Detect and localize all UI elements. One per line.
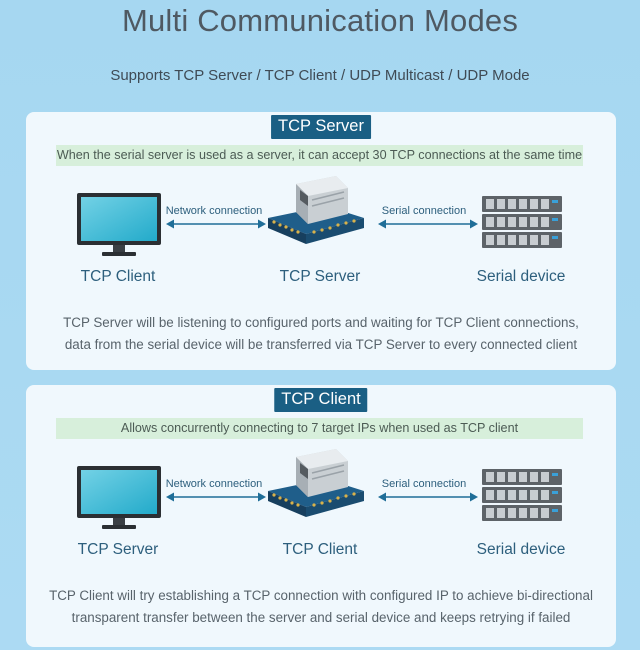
page-subtitle: Supports TCP Server / TCP Client / UDP M… [110, 67, 530, 84]
left-device-label: TCP Client [80, 268, 156, 285]
mode-note: Allows concurrently connecting to 7 targ… [56, 418, 583, 439]
serial-connection-label: Serial connection [381, 205, 467, 217]
center-device-label: TCP Client [282, 541, 358, 558]
monitor-icon [77, 193, 161, 256]
description-line: TCP Server will be listening to configur… [63, 315, 579, 330]
network-connection-label: Network connection [165, 205, 263, 217]
right-device-label: Serial device [476, 268, 566, 285]
right-device-label: Serial device [476, 541, 566, 558]
description-line: transparent transfer between the server … [71, 610, 571, 625]
bidirectional-arrow-icon [166, 492, 266, 502]
bidirectional-arrow-icon [378, 492, 478, 502]
bidirectional-arrow-icon [378, 219, 478, 229]
serial-server-module-icon [268, 449, 364, 517]
page-title: Multi Communication Modes [121, 3, 519, 38]
bidirectional-arrow-icon [166, 219, 266, 229]
center-device-label: TCP Server [279, 268, 361, 285]
mode-badge: TCP Client [274, 388, 368, 412]
mode-badge: TCP Server [271, 115, 371, 139]
tcp-client-panel: TCP Client Allows concurrently connectin… [26, 385, 616, 647]
server-rack-icon [482, 196, 562, 248]
network-connection-label: Network connection [165, 478, 263, 490]
description-line: TCP Client will try establishing a TCP c… [49, 588, 593, 603]
left-device-label: TCP Server [77, 541, 159, 558]
serial-connection-label: Serial connection [381, 478, 467, 490]
server-rack-icon [482, 469, 562, 521]
mode-note: When the serial server is used as a serv… [56, 145, 583, 166]
tcp-server-panel: TCP Server When the serial server is use… [26, 112, 616, 370]
serial-server-module-icon [268, 176, 364, 244]
description-line: data from the serial device will be tran… [64, 337, 578, 352]
monitor-icon [77, 466, 161, 529]
